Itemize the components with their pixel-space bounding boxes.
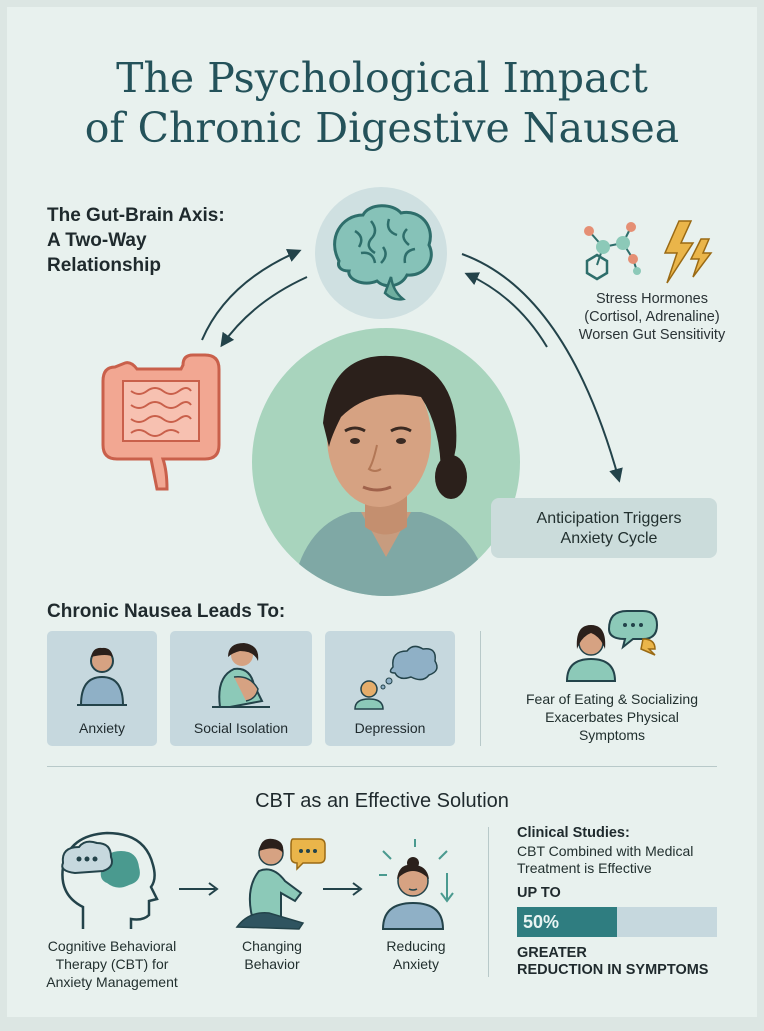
gut-brain-heading-line-1: The Gut-Brain Axis: [47, 205, 225, 226]
step-cbt-label: Cognitive Behavioral Therapy (CBT) for A… [37, 937, 187, 991]
leads-to-heading: Chronic Nausea Leads To: [47, 601, 286, 622]
step-behavior-line-2: Behavior [244, 956, 300, 972]
molecule-icon [584, 222, 641, 281]
brain-icon [315, 187, 447, 319]
fear-text: Fear of Eating & Socializing Exacerbates… [497, 690, 727, 744]
head-thought-icon [61, 831, 159, 929]
isolated-person-icon [212, 643, 270, 708]
leads-to-divider [480, 631, 481, 746]
step-anxiety-line-1: Reducing [386, 938, 446, 954]
clinical-sub-line-2: Treatment is Effective [517, 860, 652, 876]
lightning-icon [663, 220, 713, 284]
up-to-label: UP TO [517, 885, 561, 901]
infographic-page: The Psychological Impact of Chronic Dige… [7, 7, 757, 1017]
social-isolation-card: Social Isolation [170, 631, 312, 746]
stress-line-1: Stress Hormones [595, 291, 708, 307]
anxious-person-icon [77, 647, 127, 706]
arrow-right-icon-2 [323, 882, 363, 896]
clinical-sub-line-1: CBT Combined with Medical [517, 843, 694, 859]
step-anxiety-line-2: Anxiety [393, 956, 439, 972]
social-isolation-label: Social Isolation [193, 720, 289, 736]
reducing-anxiety-icon [379, 839, 454, 930]
fear-line-2: Exacerbates Physical [545, 709, 679, 725]
clinical-divider [488, 827, 489, 977]
fear-line-1: Fear of Eating & Socializing [526, 691, 698, 707]
title-line-1: The Psychological Impact [116, 54, 648, 102]
arrow-stress-to-brain [464, 272, 548, 348]
stress-line-3: Worsen Gut Sensitivity [578, 327, 726, 343]
depression-thought-icon [354, 645, 438, 710]
depression-label: Depression [354, 720, 426, 736]
cbt-heading: CBT as an Effective Solution [255, 790, 509, 812]
fear-line-3: Symptoms [578, 727, 646, 743]
step-behavior-label: Changing Behavior [217, 937, 327, 973]
depression-card: Depression [325, 631, 455, 746]
page-title: The Psychological Impact of Chronic Dige… [7, 53, 757, 153]
anticipation-text: Anticipation Triggers Anxiety Cycle [491, 509, 727, 549]
step-cbt-line-2: Therapy (CBT) for [55, 956, 169, 972]
anticipation-box [491, 498, 717, 558]
clinical-heading: Clinical Studies: [517, 825, 630, 841]
section-divider [47, 766, 717, 767]
gut-brain-heading-line-3: Relationship [47, 255, 162, 276]
changing-behavior-icon [235, 838, 326, 930]
step-behavior-line-1: Changing [242, 938, 302, 954]
reduction-caption-line-2: REDUCTION IN SYMPTOMS [517, 962, 709, 978]
reduction-caption-line-1: GREATER [517, 945, 587, 961]
woman-portrait [252, 328, 520, 596]
arrow-brain-to-anticipation [461, 253, 623, 483]
speech-person-icon [565, 610, 659, 682]
step-anxiety-label: Reducing Anxiety [361, 937, 471, 973]
reduction-percent: 50% [523, 912, 560, 932]
stress-line-2: (Cortisol, Adrenaline) [584, 309, 720, 325]
reduction-bar: 50% [517, 907, 717, 937]
reduction-caption: GREATER REDUCTION IN SYMPTOMS [517, 945, 747, 979]
arrow-gut-to-brain [201, 249, 302, 341]
arrow-brain-to-gut [220, 276, 308, 348]
step-cbt-line-3: Anxiety Management [46, 974, 178, 990]
intestine-icon [101, 353, 221, 491]
anxiety-label: Anxiety [79, 720, 125, 736]
step-cbt-line-1: Cognitive Behavioral [47, 938, 177, 954]
clinical-subtext: CBT Combined with Medical Treatment is E… [517, 843, 737, 877]
stress-hormones-text: Stress Hormones (Cortisol, Adrenaline) W… [562, 290, 742, 344]
anticipation-line-1: Anticipation Triggers [536, 510, 682, 527]
arrow-right-icon [179, 882, 219, 896]
anxiety-card: Anxiety [47, 631, 157, 746]
reduction-bar-fill [517, 907, 617, 937]
gut-brain-heading: The Gut-Brain Axis: A Two-Way Relationsh… [47, 203, 267, 278]
title-line-2: of Chronic Digestive Nausea [84, 104, 680, 152]
anticipation-line-2: Anxiety Cycle [560, 530, 658, 547]
gut-brain-heading-line-2: A Two-Way [47, 230, 147, 251]
cycle-arrows [201, 249, 623, 483]
